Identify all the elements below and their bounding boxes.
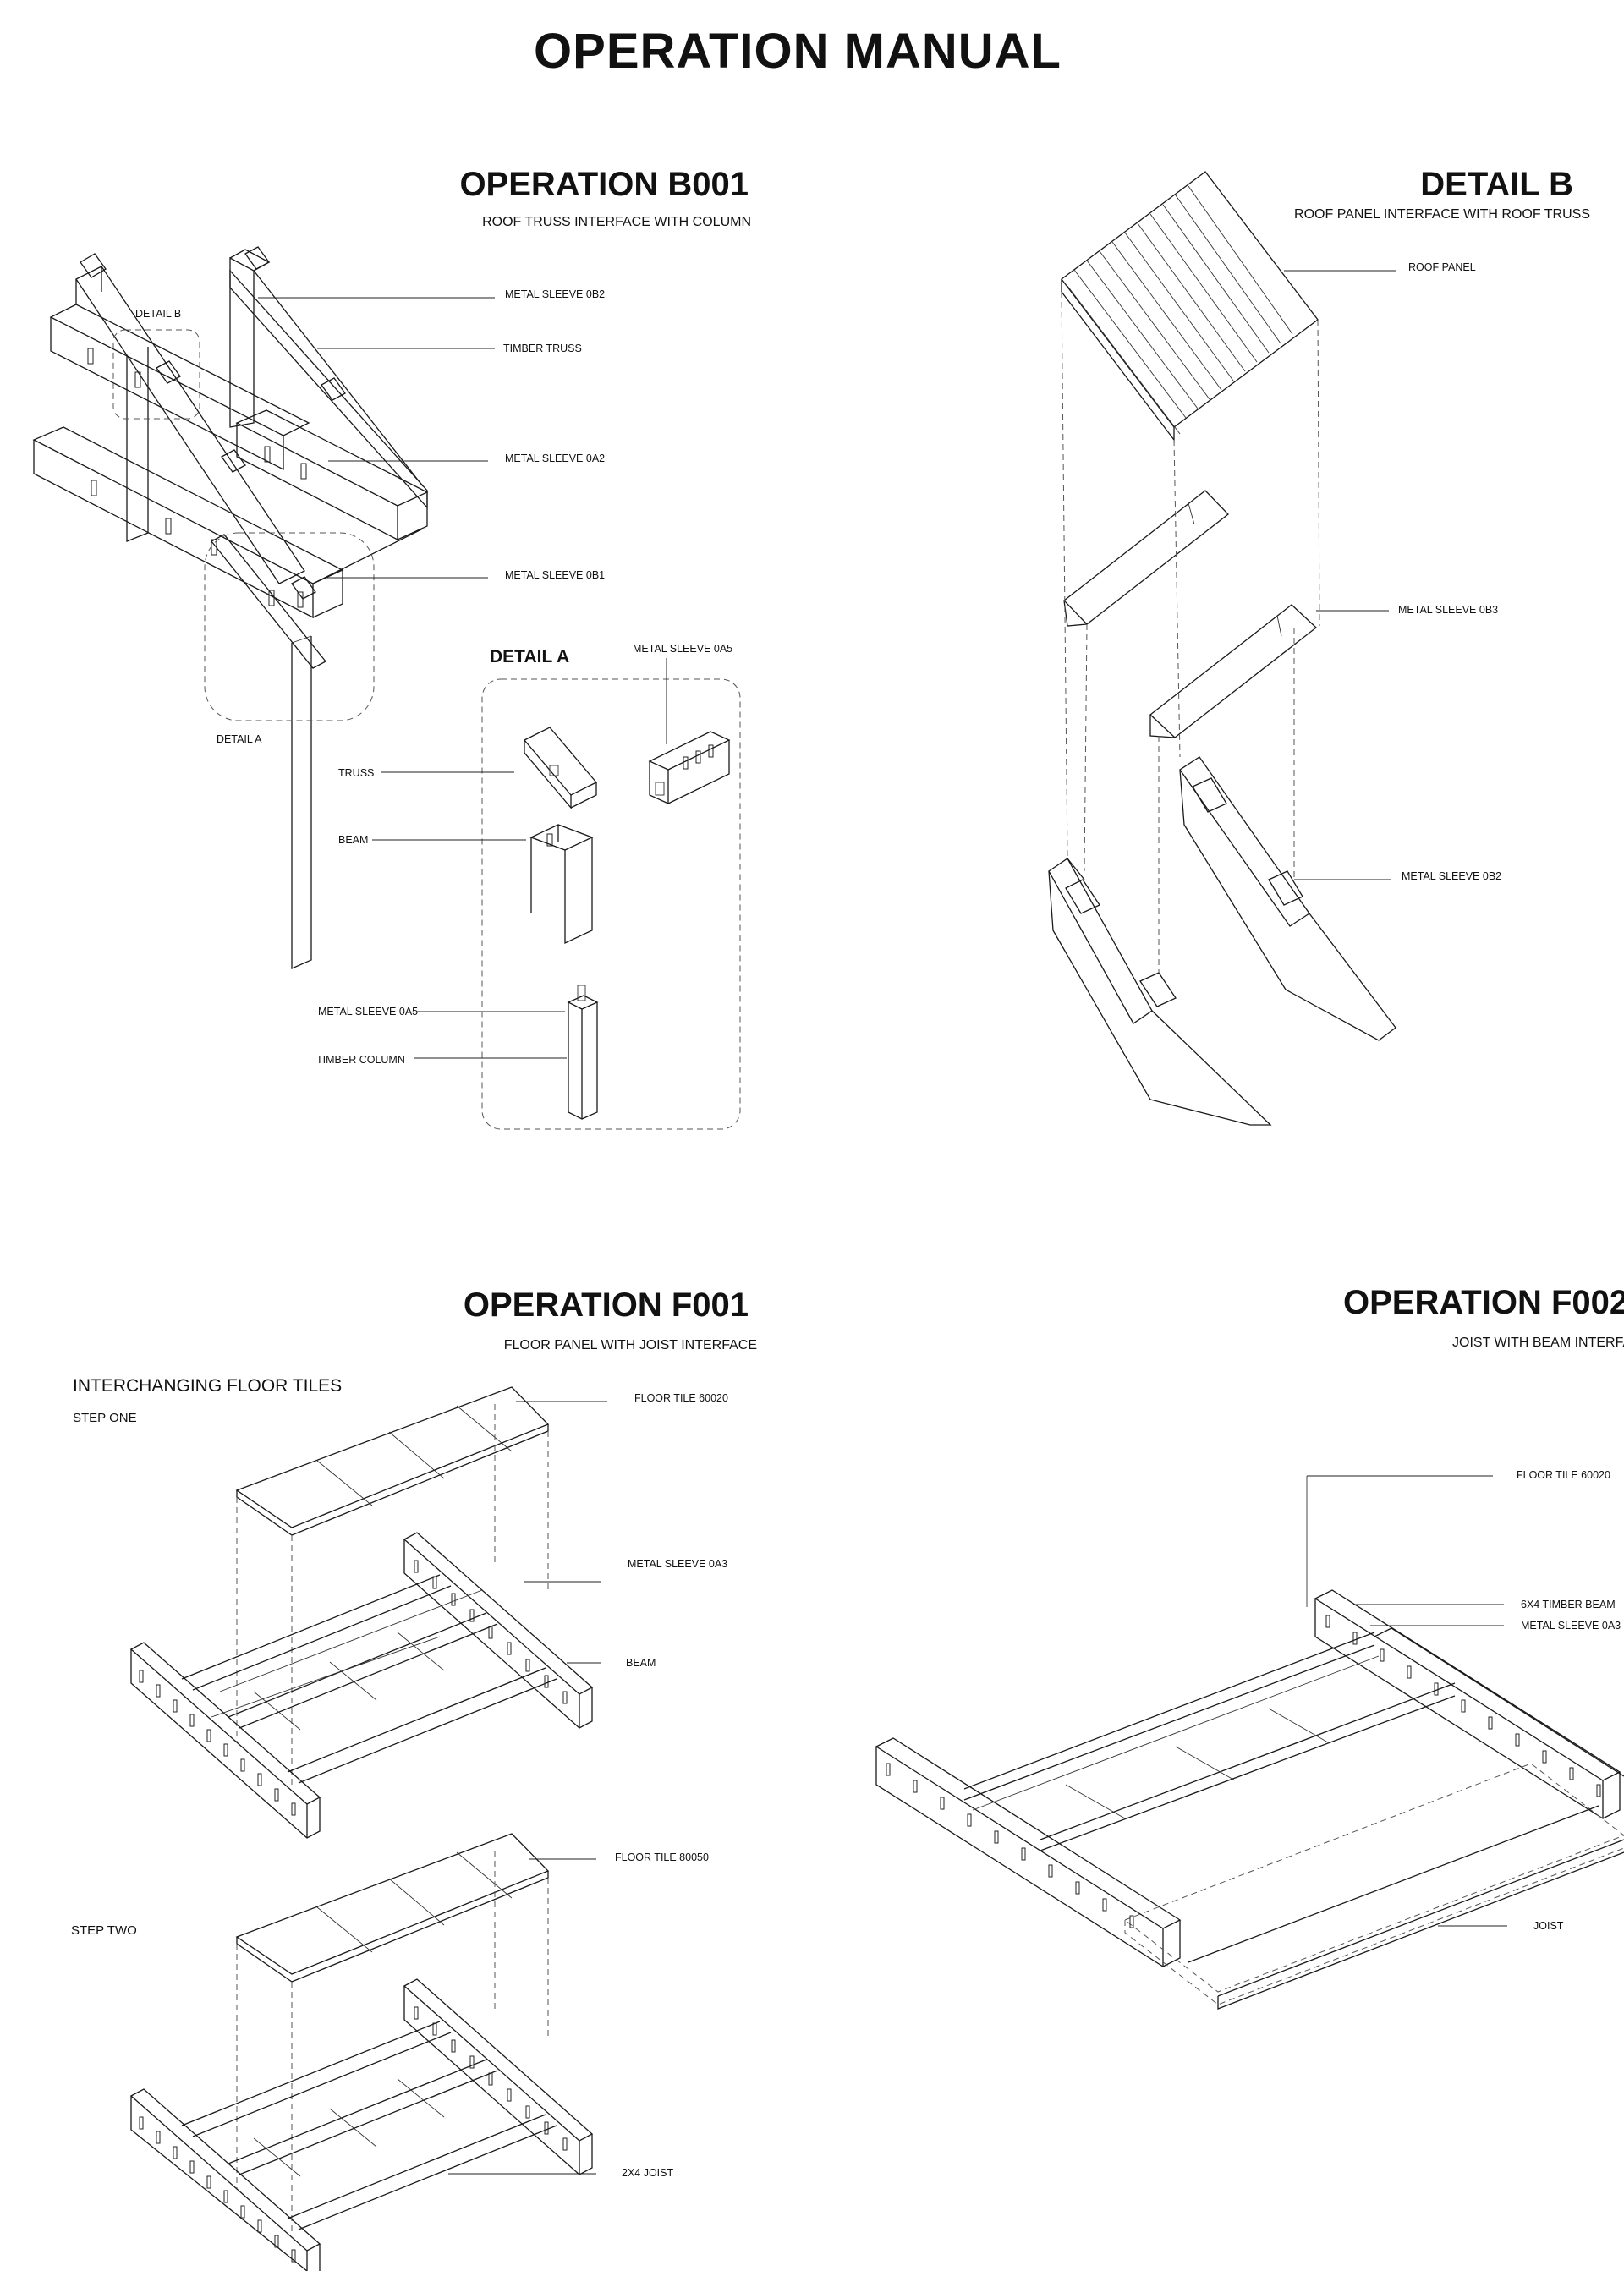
step-one-drawing [129,1386,594,1839]
f001-step-two: STEP TWO [71,1923,137,1938]
detail-b-callout-label: DETAIL B [135,308,181,320]
detail-b-label-roof-panel: ROOF PANEL [1408,261,1476,273]
f001-step-one: STEP ONE [73,1411,137,1425]
step-two-drawing [129,1833,594,2271]
f002-leaders [1307,1475,1507,1927]
detail-b-leaders [1284,270,1396,880]
detail-b-panel: DETAIL B ROOF PANEL INTERFACE WITH ROOF … [1048,166,1590,1126]
detail-a-title: DETAIL A [490,647,569,666]
b001-leaders [258,297,495,579]
b001-label-metal-sleeve-0a2: METAL SLEEVE 0A2 [505,453,605,464]
f002-subtitle: JOIST WITH BEAM INTERFACE [1452,1336,1624,1350]
joist-beam-assembly-drawing [875,1476,1624,2010]
f001-title: OPERATION F001 [464,1286,749,1324]
f002-label-metal-sleeve-0a3: METAL SLEEVE 0A3 [1521,1620,1621,1632]
detail-a-label-timber-column: TIMBER COLUMN [316,1054,405,1066]
roof-panel-exploded-drawing [1048,171,1396,1126]
detail-b-title: DETAIL B [1420,166,1573,203]
operation-f001-panel: OPERATION F001 FLOOR PANEL WITH JOIST IN… [71,1286,757,2271]
f002-title: OPERATION F002 [1343,1284,1624,1321]
f002-label-floor-tile-60020: FLOOR TILE 60020 [1517,1469,1610,1481]
detail-a-box: DETAIL A METAL SLEEVE 0A5 [316,643,741,1130]
detail-a-label-metal-sleeve-0a5: METAL SLEEVE 0A5 [318,1006,418,1018]
operation-b001-panel: OPERATION B001 ROOF TRUSS INTERFACE WITH… [32,166,751,1130]
b001-label-timber-truss: TIMBER TRUSS [503,343,582,354]
f001-label-2x4-joist: 2X4 JOIST [622,2167,673,2179]
f001-leaders [448,1401,607,2175]
f001-label-beam: BEAM [626,1657,656,1669]
detail-a-label-beam: BEAM [338,834,368,846]
detail-a-label-metal-sleeve-0a5-top: METAL SLEEVE 0A5 [633,643,732,655]
operation-f002-panel: OPERATION F002 JOIST WITH BEAM INTERFACE [875,1284,1624,2010]
page-title: OPERATION MANUAL [534,24,1062,79]
f001-label-floor-tile-60020: FLOOR TILE 60020 [634,1392,728,1404]
b001-label-metal-sleeve-0b1: METAL SLEEVE 0B1 [505,569,605,581]
f001-label-floor-tile-80050: FLOOR TILE 80050 [615,1851,709,1863]
b001-subtitle: ROOF TRUSS INTERFACE WITH COLUMN [482,215,751,229]
detail-b-label-metal-sleeve-0b2: METAL SLEEVE 0B2 [1402,870,1501,882]
detail-b-label-metal-sleeve-0b3: METAL SLEEVE 0B3 [1398,604,1498,616]
b001-label-metal-sleeve-0b2: METAL SLEEVE 0B2 [505,288,605,300]
roof-truss-assembly-drawing [32,246,429,969]
f001-label-metal-sleeve-0a3: METAL SLEEVE 0A3 [628,1558,727,1570]
f002-label-joist: JOIST [1533,1920,1564,1932]
detail-a-callout-label: DETAIL A [217,733,262,745]
detail-a-label-truss: TRUSS [338,767,374,779]
detail-b-subtitle: ROOF PANEL INTERFACE WITH ROOF TRUSS [1294,207,1590,222]
f002-label-6x4-timber-beam: 6X4 TIMBER BEAM [1521,1599,1616,1610]
f001-heading: INTERCHANGING FLOOR TILES [73,1376,342,1396]
b001-title: OPERATION B001 [459,166,749,203]
f001-subtitle: FLOOR PANEL WITH JOIST INTERFACE [504,1338,757,1352]
